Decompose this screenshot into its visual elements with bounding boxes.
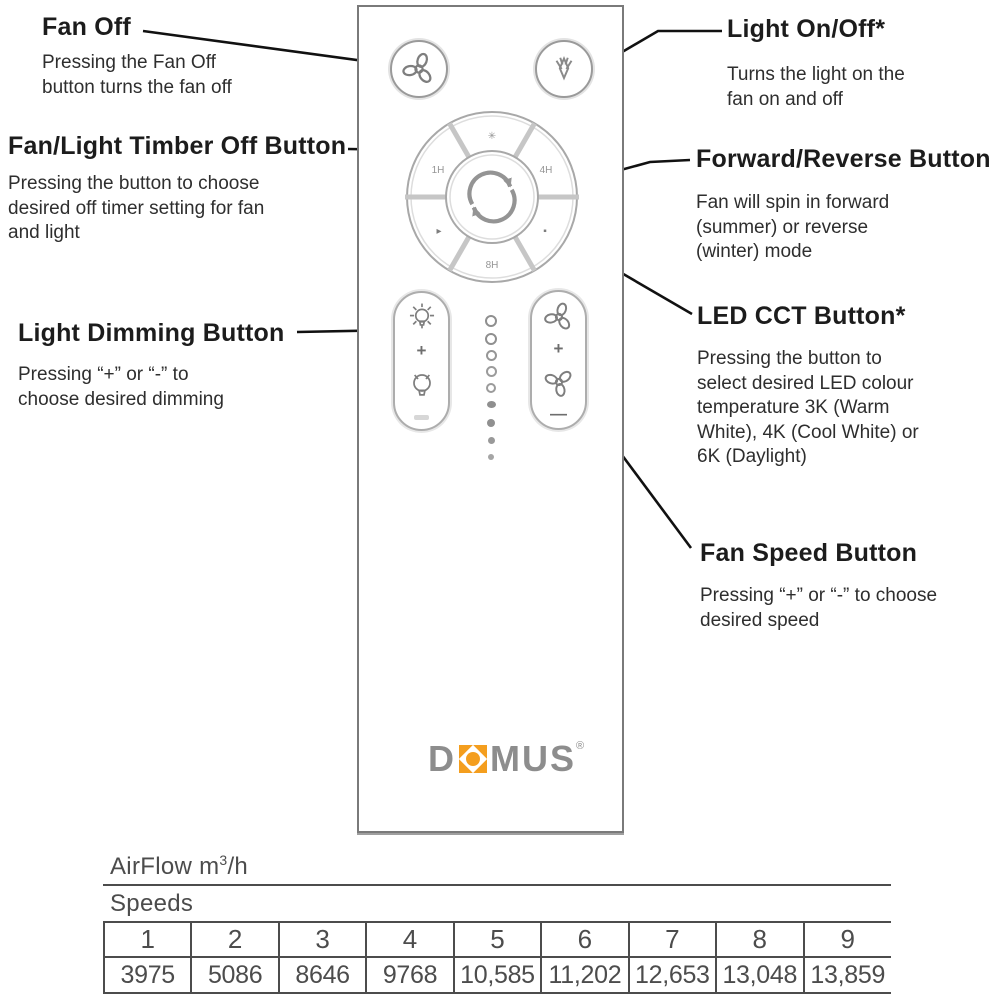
annotation-fan-light-timer-off: Fan/Light Timber Off Button Pressing the… <box>8 132 353 246</box>
airflow-title-prefix: AirFlow m <box>110 853 220 880</box>
logo-letter-d: D <box>428 738 456 779</box>
dpad-label-bottom[interactable]: 8H <box>486 260 499 271</box>
annotation-title: Fan Speed Button <box>700 539 918 567</box>
center-button-inner-line <box>449 154 535 240</box>
remote-body: ✳ 1H 4H 8H ▸ ▪ + <box>357 5 624 833</box>
annotation-desc: Pressing “+” or “-” to choose desired di… <box>18 364 224 410</box>
indicator-dot <box>485 315 497 327</box>
airflow-value-cell: 11,202 <box>540 956 630 994</box>
speed-cell: 9 <box>802 921 891 958</box>
annotation-desc: Fan will spin in forward (summer) or rev… <box>696 192 890 262</box>
fan-icon <box>544 370 571 397</box>
speed-cell: 8 <box>715 921 805 958</box>
speeds-label: Speeds <box>110 890 194 917</box>
logo-o-mark <box>458 744 488 774</box>
airflow-value-cell: 10,585 <box>452 956 543 994</box>
fan-icon <box>402 52 432 83</box>
dim-label-smudge <box>414 414 429 420</box>
fan-icon <box>543 302 570 330</box>
domus-logo: D MUS ® <box>428 738 584 780</box>
airflow-value-cell: 5086 <box>190 956 280 994</box>
speed-cell: 6 <box>540 921 630 958</box>
airflow-title: AirFlow m3/h <box>103 852 891 881</box>
dpad-label-lower-left[interactable]: ▸ <box>436 226 441 237</box>
logo-letters-mus: MUS <box>490 738 576 779</box>
annotation-fan-speed: Fan Speed Button Pressing “+” or “-” to … <box>700 539 990 633</box>
annotation-light-on-off: Light On/Off* Turns the light on the fan… <box>727 15 977 112</box>
airflow-table-section: AirFlow m3/h Speeds 1 2 3 4 5 6 7 8 9 39… <box>102 852 891 994</box>
speed-cell: 2 <box>190 921 280 958</box>
indicator-dot <box>487 437 495 444</box>
indicator-dot <box>488 454 494 460</box>
annotation-title: Fan/Light Timber Off Button <box>8 132 347 160</box>
speed-cell: 5 <box>452 921 543 958</box>
bulb-dim-icon <box>412 374 431 397</box>
speed-plus-label: + <box>553 339 564 359</box>
annotation-desc: Pressing “+” or “-” to choose desired sp… <box>700 585 938 631</box>
annotation-fan-off: Fan Off Pressing the Fan Off button turn… <box>42 13 342 100</box>
annotation-light-dimming: Light Dimming Button Pressing “+” or “-”… <box>18 319 328 412</box>
indicator-dot <box>486 401 496 408</box>
dpad-label-left[interactable]: 1H <box>432 165 445 176</box>
annotation-forward-reverse: Forward/Reverse Button Fan will spin in … <box>696 145 996 265</box>
airflow-title-sup: 3 <box>219 852 228 868</box>
registered-mark: ® <box>576 740 585 752</box>
annotation-title: LED CCT Button* <box>697 302 906 330</box>
light-dimming-button[interactable]: + <box>393 291 450 431</box>
indicator-dot <box>485 350 497 361</box>
speed-cell: 1 <box>102 921 193 958</box>
annotation-desc: Pressing the Fan Off button turns the fa… <box>42 52 232 98</box>
indicator-dot <box>485 333 497 345</box>
annotation-title: Fan Off <box>42 13 131 41</box>
fan-speed-button[interactable]: + — <box>530 290 587 430</box>
speed-cell: 4 <box>365 921 455 958</box>
airflow-value-cell: 13,859 <box>802 956 891 994</box>
airflow-title-suffix: /h <box>227 853 249 880</box>
dpad-label-top[interactable]: ✳ <box>488 131 496 142</box>
annotation-desc: Pressing the button to select desired LE… <box>697 348 919 467</box>
indicator-dot <box>487 419 495 427</box>
annotation-desc: Turns the light on the fan on and off <box>727 64 905 110</box>
speed-cell: 3 <box>277 921 368 958</box>
speed-minus-label: — <box>550 403 567 423</box>
airflow-value-cell: 3975 <box>102 956 193 994</box>
indicator-dots <box>483 315 499 460</box>
values-row: 3975 5086 8646 9768 10,585 11,202 12,653… <box>102 956 891 994</box>
light-bulb-icon <box>555 56 573 81</box>
indicator-dot <box>486 383 496 393</box>
forward-reverse-button[interactable] <box>445 150 539 244</box>
annotation-desc: Pressing the button to choose desired of… <box>8 173 265 243</box>
fan-off-button[interactable] <box>390 40 448 98</box>
airflow-value-cell: 9768 <box>365 956 455 994</box>
logo-o-dot <box>466 752 480 766</box>
dpad-label-right[interactable]: 4H <box>540 165 553 176</box>
annotation-title: Light On/Off* <box>727 15 886 43</box>
annotation-title: Light Dimming Button <box>18 319 285 347</box>
airflow-value-cell: 8646 <box>277 956 368 994</box>
airflow-value-cell: 12,653 <box>627 956 718 994</box>
timer-dpad[interactable]: ✳ 1H 4H 8H ▸ ▪ <box>402 107 582 287</box>
dpad-segment-dividers <box>405 122 579 272</box>
airflow-value-cell: 13,048 <box>715 956 805 994</box>
airflow-table: 1 2 3 4 5 6 7 8 9 3975 5086 8646 9768 10… <box>102 921 891 994</box>
annotation-led-cct: LED CCT Button* Pressing the button to s… <box>697 302 987 470</box>
speed-cell: 7 <box>627 921 718 958</box>
dimming-plus-label: + <box>416 340 427 360</box>
light-on-off-button[interactable] <box>535 40 593 98</box>
dpad-label-lower-right[interactable]: ▪ <box>543 226 547 237</box>
speeds-row: 1 2 3 4 5 6 7 8 9 <box>102 921 891 958</box>
indicator-dot <box>485 366 497 377</box>
annotation-title: Forward/Reverse Button <box>696 145 991 173</box>
forward-reverse-cycle-icon <box>467 170 517 224</box>
title-rule <box>103 884 891 886</box>
bulb-bright-icon <box>409 303 434 329</box>
